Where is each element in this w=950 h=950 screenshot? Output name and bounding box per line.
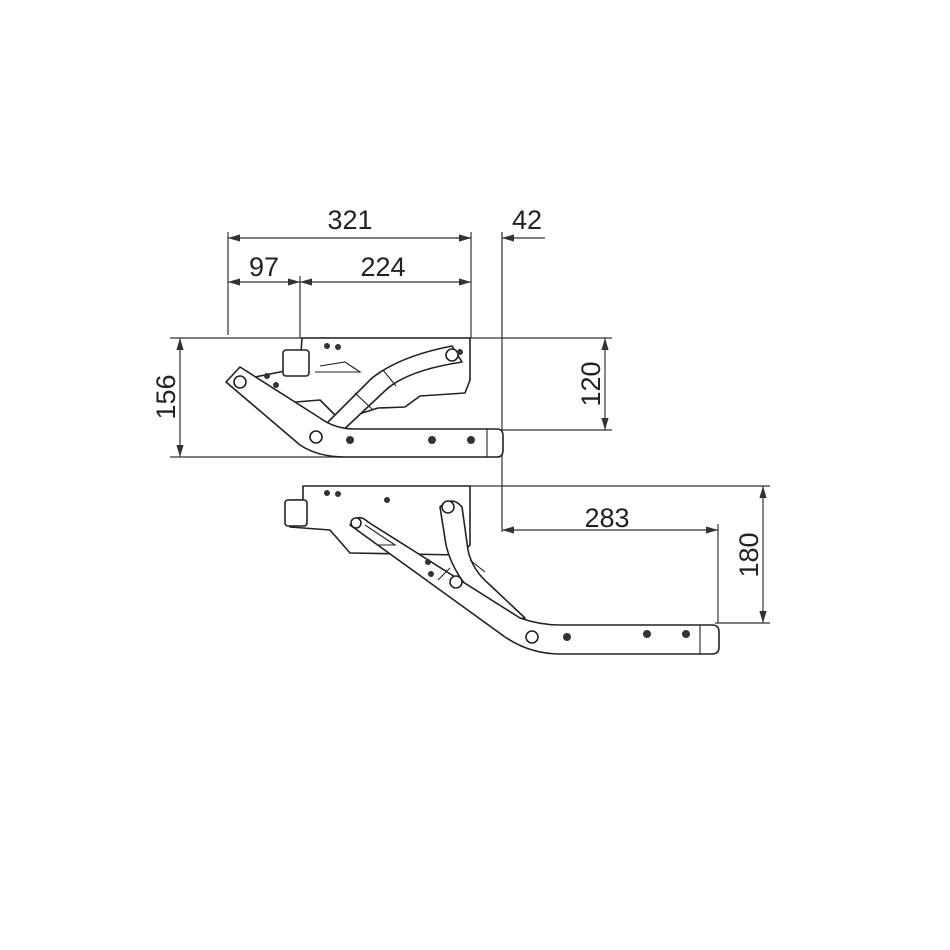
dimension-120: 120 [576, 338, 609, 430]
dim-label-224: 224 [360, 252, 405, 282]
dim-label-283: 283 [584, 503, 629, 533]
dim-label-97: 97 [249, 252, 279, 282]
dim-label-180: 180 [734, 532, 764, 577]
mechanism-closed [225, 337, 504, 458]
dimension-156: 156 [151, 338, 184, 457]
dim-label-156: 156 [151, 374, 181, 419]
dim-label-42: 42 [512, 205, 542, 235]
dimension-283: 283 [502, 503, 718, 534]
dim-label-120: 120 [576, 361, 606, 406]
mechanism-open [284, 485, 720, 655]
dim-label-321: 321 [327, 205, 372, 235]
dimension-180: 180 [734, 486, 767, 623]
dimension-97-224: 97 224 [228, 252, 471, 286]
dimension-42: 42 [455, 205, 545, 242]
dimension-321: 321 [228, 205, 471, 242]
